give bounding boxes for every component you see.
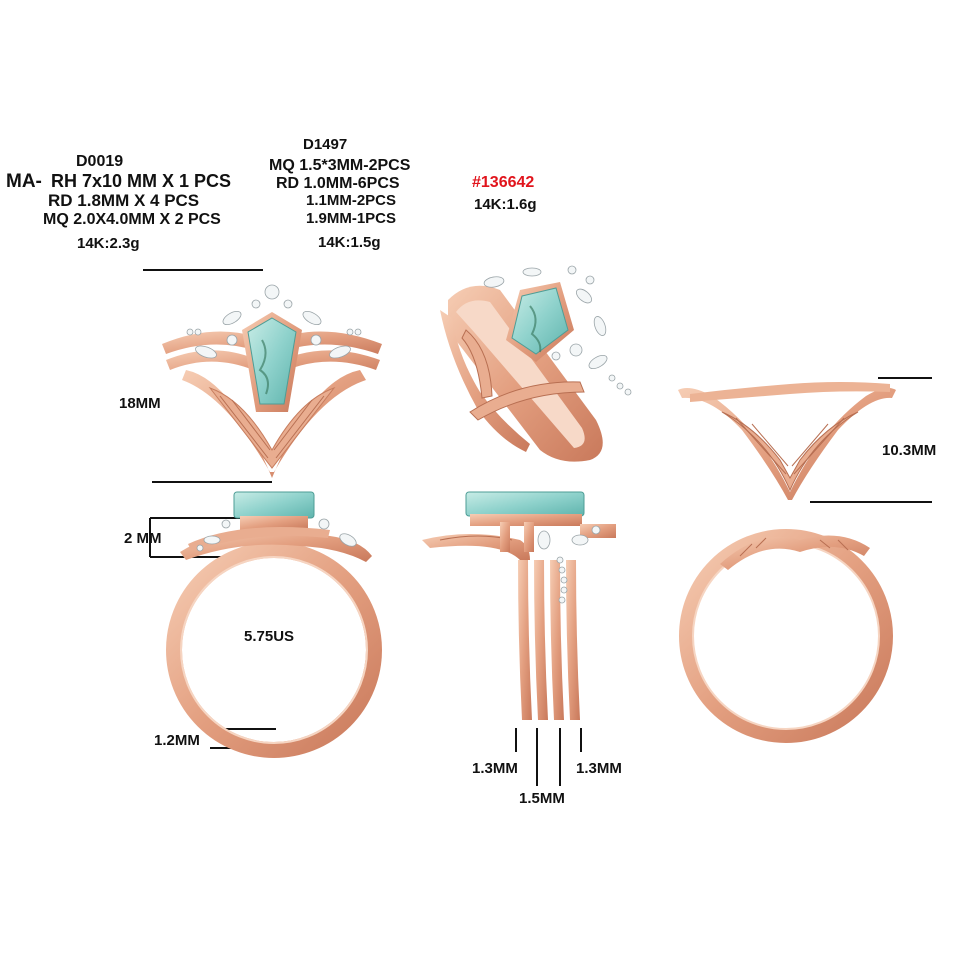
- band-side-view: [679, 529, 893, 743]
- spec-d0019-line1: RH 7x10 MM X 1 PCS: [51, 171, 232, 191]
- dim-width-mid: 1.5MM: [519, 790, 565, 807]
- spec-d0019-line2: RD 1.8MM X 4 PCS: [48, 191, 200, 210]
- spec-band-weight: 14K:1.6g: [474, 196, 537, 213]
- dim-stone-height: 2 MM: [124, 530, 162, 547]
- dim-width-left: 1.3MM: [472, 760, 518, 777]
- spec-d1497-weight: 14K:1.5g: [318, 234, 381, 251]
- spec-d0019-code: D0019: [76, 153, 124, 170]
- dim-shank-thickness: 1.2MM: [154, 732, 200, 749]
- band-view: [678, 382, 896, 500]
- set-perspective-view: [440, 265, 632, 462]
- spec-d1497-line1: MQ 1.5*3MM-2PCS: [269, 157, 411, 174]
- dim-width-right: 1.3MM: [576, 760, 622, 777]
- spec-d1497-line2: RD 1.0MM-6PCS: [276, 175, 400, 192]
- spec-d0019-weight: 14K:2.3g: [77, 235, 140, 252]
- set-side-view: [166, 491, 382, 758]
- spec-d1497-line3: 1.1MM-2PCS: [306, 192, 397, 209]
- spec-d0019-prefix: MA-: [6, 171, 42, 192]
- spec-d1497-code: D1497: [303, 136, 348, 153]
- spec-d1497-line4: 1.9MM-1PCS: [306, 210, 397, 227]
- set-front-view: [162, 284, 382, 478]
- dim-height-set: 18MM: [119, 395, 161, 412]
- spec-d0019-line3: MQ 2.0X4.0MM X 2 PCS: [43, 211, 221, 228]
- spec-band-code: #136642: [472, 174, 535, 191]
- dim-ring-size: 5.75US: [244, 628, 295, 645]
- dim-height-band: 10.3MM: [882, 442, 937, 459]
- set-profile-view: [422, 491, 616, 720]
